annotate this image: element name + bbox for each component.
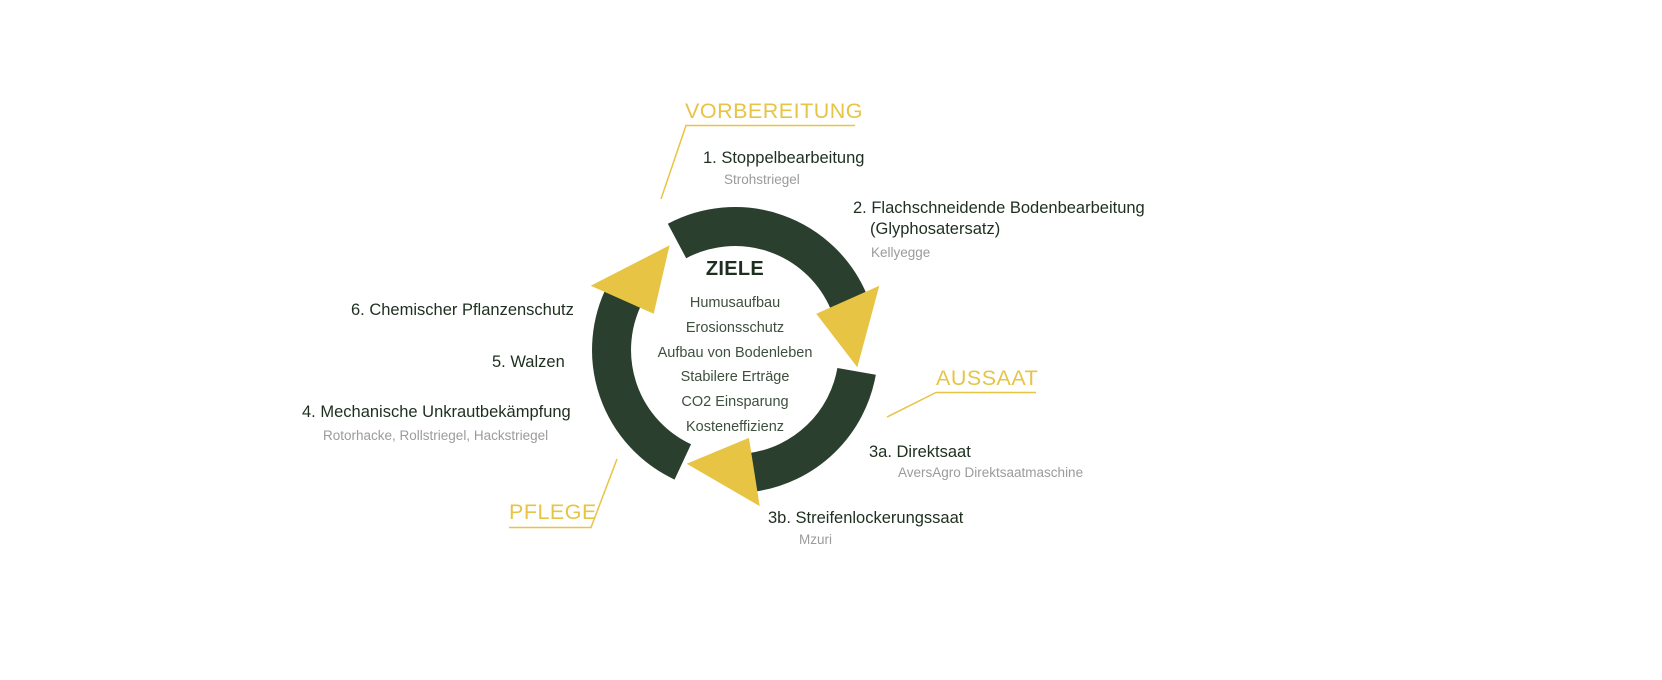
connector-line-aussaat — [886, 391, 1036, 418]
goal-item: Kosteneffizienz — [685, 418, 785, 435]
cycle-arrow-up-icon — [590, 245, 670, 314]
goal-item: Aufbau von Bodenleben — [657, 344, 813, 361]
ring-segment-left — [592, 285, 692, 480]
step-5-label: 5. Walzen — [492, 353, 565, 371]
cycle-arrow-down-icon — [816, 285, 880, 368]
step-3a-label: 3a. Direktsaat — [869, 443, 971, 461]
goal-item: Erosionsschutz — [685, 319, 785, 336]
connector-line-vorbereitung — [660, 124, 855, 200]
phase-label-vorbereitung: VORBEREITUNG — [685, 99, 864, 123]
goals-panel: ZIELE Humusaufbau Erosionsschutz Aufbau … — [615, 258, 855, 440]
step-3a-subtitle: AversAgro Direktsaatmaschine — [898, 465, 1084, 480]
phase-label-pflege: PFLEGE — [509, 500, 597, 524]
step-4-subtitle: Rotorhacke, Rollstriegel, Hackstriegel — [323, 428, 549, 443]
goal-item: Stabilere Erträge — [680, 369, 790, 386]
goals-title: ZIELE — [705, 258, 765, 280]
connector-line-pflege — [509, 458, 618, 529]
ring-segment-top — [667, 207, 867, 310]
ring-segment-right — [748, 367, 876, 492]
step-6-label: 6. Chemischer Pflanzenschutz — [351, 301, 574, 319]
step-1-subtitle: Strohstriegel — [724, 172, 800, 187]
step-1-label: 1. Stoppelbearbeitung — [703, 149, 865, 167]
step-2-subtitle: Kellyegge — [871, 245, 931, 260]
step-2-label: 2. Flachschneidende Bodenbearbeitung (Gl… — [853, 199, 1145, 238]
step-4-label: 4. Mechanische Unkrautbekämpfung — [302, 403, 571, 421]
goal-item: CO2 Einsparung — [681, 394, 789, 411]
cycle-arrow-left-icon — [686, 437, 760, 507]
goal-item: Humusaufbau — [689, 295, 781, 311]
step-3b-subtitle: Mzuri — [799, 532, 832, 547]
phase-label-aussaat: AUSSAAT — [936, 366, 1039, 390]
step-3b-label: 3b. Streifenlockerungssaat — [768, 509, 964, 527]
